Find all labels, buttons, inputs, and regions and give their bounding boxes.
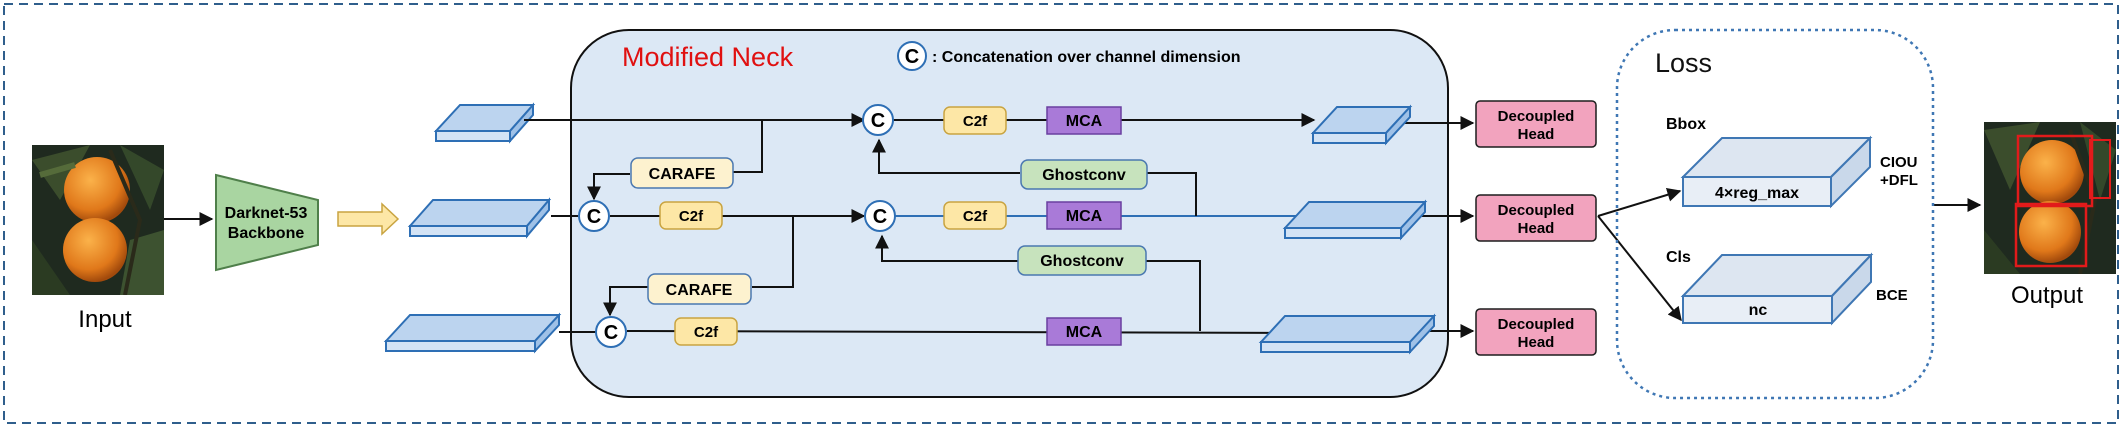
cls-loss: BCE	[1876, 287, 1908, 304]
c2f-block-top: C2f	[943, 106, 1007, 135]
c2f-block-middle: C2f	[943, 201, 1007, 230]
output-label: Output	[2011, 282, 2083, 309]
svg-text:Head: Head	[1518, 126, 1555, 143]
svg-text:4×reg_max: 4×reg_max	[1715, 185, 1799, 202]
svg-text:MCA: MCA	[1066, 324, 1103, 341]
ghostconv-block-lower: Ghostconv	[1017, 245, 1147, 276]
svg-text:Decoupled: Decoupled	[1498, 316, 1575, 333]
svg-text:Decoupled: Decoupled	[1498, 202, 1575, 219]
concat-node-middle: C	[864, 200, 896, 232]
svg-text:C2f: C2f	[963, 113, 988, 130]
backbone-output-arrow	[337, 202, 400, 236]
carafe-block-bottom: CARAFE	[647, 273, 752, 305]
decoupled-head-middle: Decoupled Head	[1475, 194, 1597, 242]
feature-map-p3-in	[383, 312, 562, 354]
feature-map-p3-out	[1258, 313, 1437, 355]
bbox-box: 4×reg_max	[1680, 135, 1873, 209]
bbox-loss-line2: +DFL	[1880, 172, 1918, 189]
concat-node-top: C	[862, 104, 894, 136]
cls-box: nc	[1680, 252, 1874, 326]
neck-legend: C : Concatenation over channel dimension	[897, 41, 1241, 71]
outer-frame	[3, 3, 2119, 424]
feature-map-p5-in	[433, 102, 536, 144]
svg-text:C2f: C2f	[679, 208, 704, 225]
decoupled-head-bottom: Decoupled Head	[1475, 308, 1597, 356]
mca-block-bottom: MCA	[1046, 317, 1122, 346]
cls-label: Cls	[1666, 249, 1691, 266]
decoupled-head-top: Decoupled Head	[1475, 100, 1597, 148]
svg-text:: Concatenation over channel d: : Concatenation over channel dimension	[932, 49, 1241, 66]
bbox-label: Bbox	[1666, 116, 1706, 133]
input-image	[32, 145, 164, 295]
svg-text:C: C	[604, 322, 618, 344]
svg-text:CARAFE: CARAFE	[666, 282, 733, 299]
concat-node-bottom: C	[595, 316, 627, 348]
feature-map-p4-out	[1282, 199, 1428, 241]
svg-text:Ghostconv: Ghostconv	[1042, 167, 1126, 184]
mca-block-middle: MCA	[1046, 201, 1122, 230]
loss-title: Loss	[1655, 48, 1712, 78]
svg-text:C: C	[905, 46, 919, 68]
carafe-block-top: CARAFE	[630, 157, 734, 189]
c2f-block-middle-left: C2f	[659, 201, 723, 230]
neck-title: Modified Neck	[622, 42, 794, 72]
feature-map-p4-in	[407, 197, 552, 239]
backbone-block: Darknet-53 Backbone	[215, 173, 319, 272]
svg-text:Ghostconv: Ghostconv	[1040, 253, 1124, 270]
svg-text:MCA: MCA	[1066, 208, 1103, 225]
c2f-block-bottom: C2f	[674, 317, 738, 346]
svg-text:CARAFE: CARAFE	[649, 166, 716, 183]
mca-block-top: MCA	[1046, 106, 1122, 135]
svg-text:MCA: MCA	[1066, 113, 1103, 130]
svg-text:Decoupled: Decoupled	[1498, 108, 1575, 125]
svg-text:Head: Head	[1518, 220, 1555, 237]
svg-text:Darknet-53: Darknet-53	[225, 205, 308, 222]
input-label: Input	[78, 306, 132, 333]
ghostconv-block-upper: Ghostconv	[1020, 159, 1148, 190]
svg-text:C2f: C2f	[694, 324, 719, 341]
output-image	[1984, 122, 2116, 274]
svg-text:C: C	[873, 206, 887, 228]
svg-text:C2f: C2f	[963, 208, 988, 225]
svg-text:Backbone: Backbone	[228, 225, 305, 242]
feature-map-p5-out	[1310, 104, 1413, 146]
svg-text:C: C	[587, 206, 601, 228]
svg-text:Head: Head	[1518, 334, 1555, 351]
concat-node-middle-left: C	[578, 200, 610, 232]
svg-text:C: C	[871, 110, 885, 132]
loss-container	[1615, 28, 1935, 400]
bbox-loss-line1: CIOU	[1880, 154, 1918, 171]
modified-neck-container	[570, 29, 1449, 398]
svg-text:nc: nc	[1749, 302, 1768, 319]
